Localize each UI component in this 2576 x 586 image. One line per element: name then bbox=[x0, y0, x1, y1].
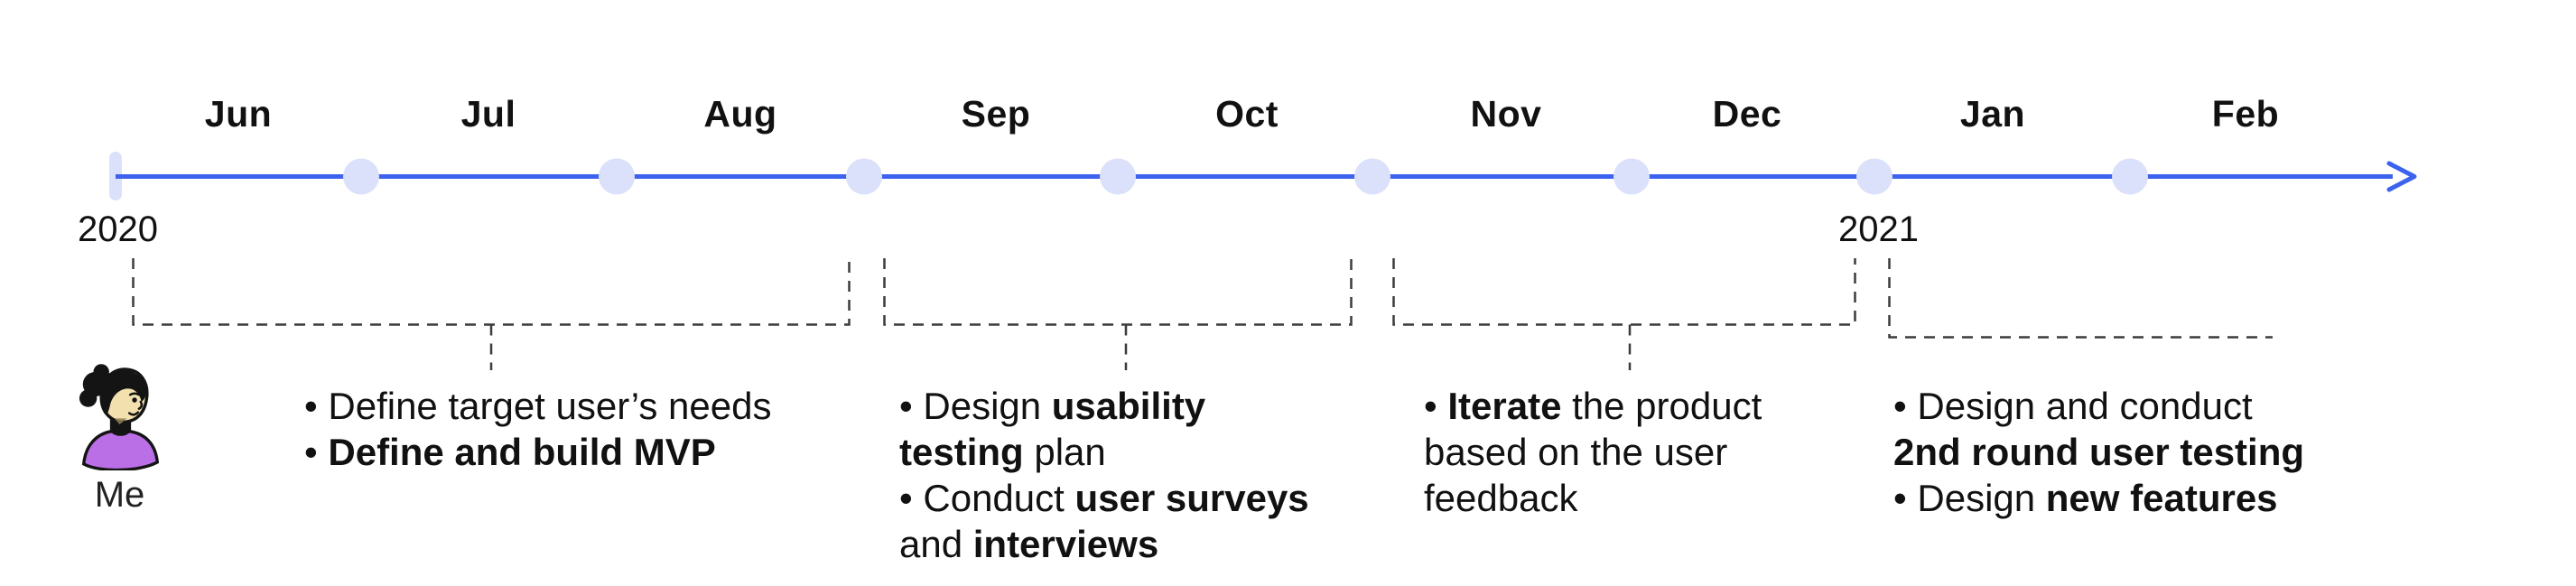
avatar-face bbox=[127, 392, 144, 416]
timeline-dot bbox=[599, 158, 635, 195]
task-line: • Design and conduct bbox=[1893, 385, 2253, 427]
task-line: • Iterate the product bbox=[1424, 385, 1762, 427]
task-line: • Define target user’s needs bbox=[304, 385, 772, 427]
task-line: • Conduct user surveys bbox=[899, 477, 1309, 519]
timeline-dot bbox=[1354, 158, 1390, 195]
month-label-sep: Sep bbox=[961, 93, 1031, 135]
avatar-chin-shadow bbox=[114, 418, 127, 425]
month-label-aug: Aug bbox=[703, 93, 777, 135]
avatar-bangs bbox=[101, 370, 146, 415]
connector-bracket-sep-oct bbox=[883, 258, 1353, 370]
connector-bracket-jun-aug bbox=[132, 258, 851, 370]
connector-bracket-jan-feb bbox=[1888, 258, 2273, 339]
task-line: 2nd round user testing bbox=[1893, 431, 2305, 473]
timeline-dot bbox=[343, 158, 379, 195]
month-label-oct: Oct bbox=[1215, 93, 1279, 135]
timeline-arrowhead-icon bbox=[2386, 161, 2417, 192]
month-label-nov: Nov bbox=[1470, 93, 1542, 135]
timeline-dots bbox=[343, 158, 2148, 195]
task-line: testing plan bbox=[899, 431, 1106, 473]
task-block-jun-aug: • Define target user’s needs• Define and… bbox=[304, 383, 771, 475]
task-line: feedback bbox=[1424, 477, 1578, 519]
task-line: and interviews bbox=[899, 523, 1159, 565]
month-label-feb: Feb bbox=[2211, 93, 2280, 135]
year-label-2020: 2020 bbox=[78, 209, 158, 249]
timeline-dot bbox=[1856, 158, 1892, 195]
connector-bracket-nov-dec bbox=[1392, 258, 1856, 370]
month-label-jul: Jul bbox=[460, 93, 516, 135]
avatar-eye bbox=[132, 397, 137, 403]
task-line: • Design usability bbox=[899, 385, 1206, 427]
task-line: • Define and build MVP bbox=[304, 431, 716, 473]
timeline-dot bbox=[846, 158, 882, 195]
avatar-label: Me bbox=[94, 475, 145, 515]
month-label-dec: Dec bbox=[1712, 93, 1782, 135]
woman-avatar-icon bbox=[79, 364, 160, 472]
timeline-dot bbox=[1100, 158, 1136, 195]
task-line: based on the user bbox=[1424, 431, 1728, 473]
timeline-dot bbox=[2112, 158, 2148, 195]
year-label-2021: 2021 bbox=[1838, 209, 1919, 249]
month-label-jun: Jun bbox=[204, 93, 273, 135]
avatar-shirt bbox=[81, 430, 160, 472]
task-line: • Design new features bbox=[1893, 477, 2278, 519]
avatar bbox=[77, 360, 164, 472]
month-label-jan: Jan bbox=[1959, 93, 2026, 135]
timeline-dot bbox=[1613, 158, 1650, 195]
